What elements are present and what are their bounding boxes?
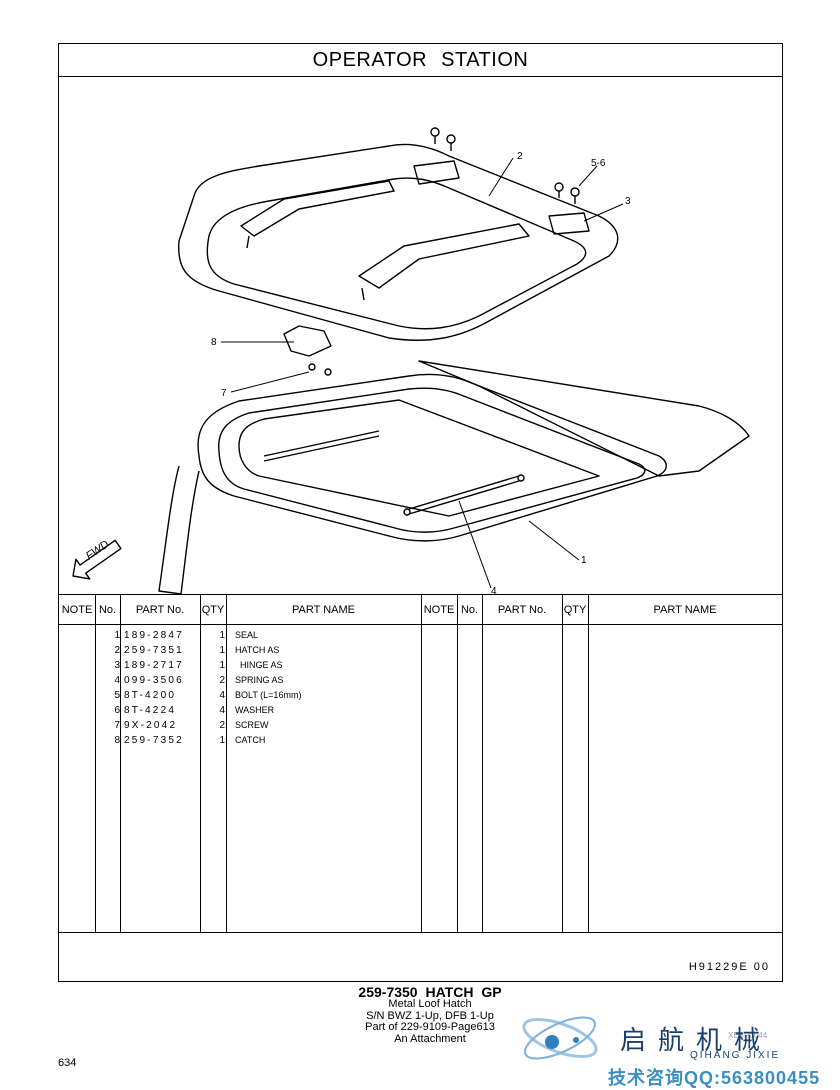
header-part-name-2: PART NAME bbox=[588, 595, 782, 625]
quantity: 2 bbox=[219, 675, 225, 686]
quantity: 2 bbox=[219, 720, 225, 731]
header-no-2: No. bbox=[457, 595, 482, 625]
drawing-code: H91229E 00 bbox=[688, 961, 770, 973]
part-name: HINGE AS bbox=[235, 660, 283, 670]
header-qty: QTY bbox=[200, 595, 226, 625]
catch-part bbox=[283, 325, 332, 357]
table-row: 4 099-3506 2 SPRING AS bbox=[59, 673, 419, 688]
table-row: 1 189-2847 1 SEAL bbox=[59, 628, 419, 643]
seal-frame bbox=[197, 373, 667, 542]
item-no: 1 bbox=[114, 630, 120, 641]
watermark-brand: 启航机械 bbox=[620, 1026, 773, 1056]
item-no: 8 bbox=[114, 735, 120, 746]
watermark-logo-icon bbox=[522, 1016, 598, 1060]
part-name: CATCH bbox=[235, 735, 266, 745]
exploded-diagram: 2 5-6 3 8 7 1 4 FWD bbox=[59, 76, 782, 594]
header-part-no: PART No. bbox=[120, 595, 200, 625]
part-name: HATCH AS bbox=[235, 645, 280, 655]
item-no: 5 bbox=[114, 690, 120, 701]
col-divider bbox=[120, 595, 121, 932]
header-note: NOTE bbox=[59, 595, 95, 625]
title-bar: OPERATOR STATION bbox=[59, 44, 782, 77]
part-number: 9X-2042 bbox=[124, 720, 178, 731]
bolts-group bbox=[430, 127, 580, 204]
callout-4: 4 bbox=[491, 586, 497, 594]
header-part-name: PART NAME bbox=[226, 595, 421, 625]
quantity: 1 bbox=[219, 630, 225, 641]
caption-attachment: An Attachment bbox=[394, 1032, 466, 1045]
part-number: 8T-4200 bbox=[124, 690, 177, 701]
part-name: SCREW bbox=[235, 720, 269, 730]
hatch-illustration: 2 5-6 3 8 7 1 4 FWD bbox=[72, 127, 750, 594]
table-row: 7 9X-2042 2 SCREW bbox=[59, 718, 419, 733]
item-no: 3 bbox=[114, 660, 120, 671]
header-note-2: NOTE bbox=[421, 595, 457, 625]
table-row: 5 8T-4200 4 BOLT (L=16mm) bbox=[59, 688, 419, 703]
quantity: 1 bbox=[219, 645, 225, 656]
part-number: 259-7352 bbox=[124, 735, 184, 746]
fwd-arrow bbox=[72, 539, 122, 580]
col-divider bbox=[226, 595, 227, 932]
item-no: 7 bbox=[114, 720, 120, 731]
caption-title: 259-7350 HATCH GP bbox=[358, 984, 502, 1000]
callout-1: 1 bbox=[581, 555, 587, 566]
col-divider bbox=[200, 595, 201, 932]
watermark-code: XEBP0044 bbox=[728, 1031, 768, 1040]
col-divider bbox=[95, 595, 96, 932]
quantity: 1 bbox=[219, 735, 225, 746]
group-caption: 259-7350 HATCH GP Metal Loof Hatch S/N B… bbox=[340, 985, 520, 1045]
parts-table: NOTE No. PART No. QTY PART NAME NOTE No.… bbox=[59, 594, 782, 933]
part-number: 189-2847 bbox=[124, 630, 184, 641]
quantity: 1 bbox=[219, 660, 225, 671]
callout-2: 2 bbox=[517, 151, 523, 162]
callout-8: 8 bbox=[211, 337, 217, 348]
col-divider bbox=[562, 595, 563, 932]
caption-part-of: Part of 229-9109-Page613 bbox=[365, 1021, 495, 1033]
part-name: WASHER bbox=[235, 705, 275, 715]
quantity: 4 bbox=[219, 705, 225, 716]
item-no: 2 bbox=[114, 645, 120, 656]
header-part-no-2: PART No. bbox=[482, 595, 562, 625]
hinge-left bbox=[413, 160, 460, 185]
table-row: 2 259-7351 1 HATCH AS bbox=[59, 643, 419, 658]
part-number: 099-3506 bbox=[124, 675, 184, 686]
page-title: OPERATOR STATION bbox=[312, 49, 529, 71]
header-qty-2: QTY bbox=[562, 595, 588, 625]
watermark-brand-sub: QIHANG JIXIE bbox=[690, 1050, 781, 1061]
hinge-right bbox=[548, 212, 590, 235]
table-row: 6 8T-4224 4 WASHER bbox=[59, 703, 419, 718]
part-name: SPRING AS bbox=[235, 675, 284, 685]
part-number: 189-2717 bbox=[124, 660, 184, 671]
col-divider bbox=[482, 595, 483, 932]
caption-description: Metal Loof Hatch bbox=[388, 998, 472, 1010]
gas-springs bbox=[263, 430, 525, 516]
table-row: 8 259-7352 1 CATCH bbox=[59, 733, 419, 748]
caption-serial: S/N BWZ 1-Up, DFB 1-Up bbox=[366, 1009, 494, 1022]
part-name: SEAL bbox=[235, 630, 259, 640]
col-divider bbox=[421, 595, 422, 932]
item-no: 4 bbox=[114, 675, 120, 686]
page-number: 634 bbox=[58, 1057, 77, 1069]
callout-5-6: 5-6 bbox=[591, 158, 606, 169]
header-no: No. bbox=[95, 595, 120, 625]
item-no: 6 bbox=[114, 705, 120, 716]
col-divider bbox=[588, 595, 589, 932]
part-number: 259-7351 bbox=[124, 645, 184, 656]
callout-7: 7 bbox=[221, 388, 227, 399]
parts-page-frame: OPERATOR STATION bbox=[58, 43, 783, 982]
part-name: BOLT (L=16mm) bbox=[235, 690, 302, 700]
col-divider bbox=[457, 595, 458, 932]
table-row: 3 189-2717 1 HINGE AS bbox=[59, 658, 419, 673]
watermark-contact: 技术咨询QQ:563800455 bbox=[608, 1068, 821, 1088]
part-number: 8T-4224 bbox=[124, 705, 177, 716]
hatch-lid bbox=[177, 143, 619, 341]
callout-3: 3 bbox=[625, 196, 631, 207]
quantity: 4 bbox=[219, 690, 225, 701]
